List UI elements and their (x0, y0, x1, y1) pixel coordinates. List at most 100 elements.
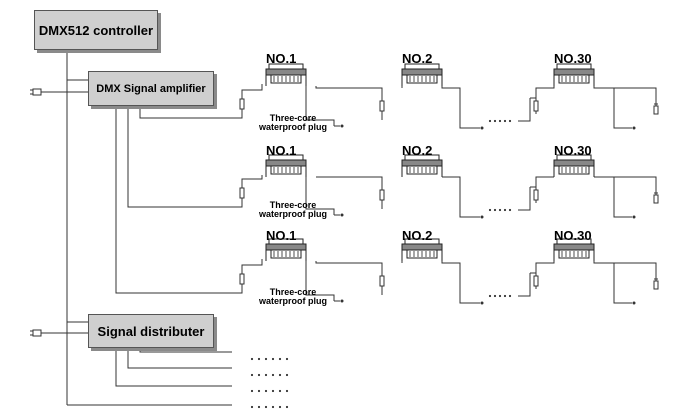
row2-ellipsis-dot (488, 208, 492, 212)
row2-plug-label: Three-core waterproof plug (248, 201, 338, 219)
row3-no2-plug-icon (379, 273, 385, 289)
row3-plug-line1: Three-core (269, 287, 317, 297)
row3-ellipsis-dot (508, 294, 512, 298)
row3-plug-lead-wire (236, 287, 243, 294)
row3-fixture-no2-label: NO.2 (402, 228, 433, 243)
row1-no30-in-wire (535, 86, 555, 98)
row3-fixture-no30-label: NO.30 (554, 228, 592, 243)
distributer-out1-ellipsis-dot (278, 357, 282, 361)
distributer-out2-ellipsis-dot (250, 373, 254, 377)
row1-no2-tail-icon (474, 126, 484, 130)
row3-fixture-no2-icon (401, 238, 443, 261)
distributer-out4-ellipsis-dot (257, 405, 261, 409)
row3-ellipsis-dot (498, 294, 502, 298)
row2-no30-out-wire (594, 176, 626, 218)
row1-end-cap-icon (653, 103, 659, 115)
distributer-out1-ellipsis-dot (257, 357, 261, 361)
row3-fixture-no1-icon (265, 238, 307, 261)
row2-end-wire (604, 176, 657, 197)
row2-no30-in-wire (535, 176, 554, 187)
row2-no2-out-wire (442, 176, 474, 218)
row3-end-wire (604, 262, 657, 283)
row3-no30-in-wire (535, 261, 555, 273)
amplifier-power-plug-icon (30, 88, 42, 96)
row2-no1-out-wire (305, 177, 335, 215)
row1-fixture-no30-label: NO.30 (554, 51, 592, 66)
row1-no2-plug-icon (379, 98, 385, 114)
distributer-out3-ellipsis-dot (250, 389, 254, 393)
row2-ellipsis-dot (508, 208, 512, 212)
row2-ellipsis (488, 208, 512, 212)
row3-input-plug-icon (239, 271, 245, 287)
row1-no30-plug-icon (533, 98, 539, 114)
row3-ellipsis (488, 294, 512, 298)
row1-to-no1-wire (241, 84, 263, 96)
distributer-out4-ellipsis-dot (250, 405, 254, 409)
distributer-out3-ellipsis-dot (264, 389, 268, 393)
distributer-out4-ellipsis (250, 405, 289, 409)
row2-fixture-no1-label: NO.1 (266, 143, 297, 158)
row3-link-no30-wire (518, 273, 531, 297)
distributer-out1-ellipsis-dot (271, 357, 275, 361)
distributer-out1-ellipsis-dot (250, 357, 254, 361)
distributer-out4-ellipsis-dot (278, 405, 282, 409)
row1-input-plug-icon (239, 96, 245, 112)
row3-no30-tail-icon (626, 301, 636, 305)
distributer-out4-ellipsis-dot (264, 405, 268, 409)
row2-link-no30-wire (518, 187, 531, 211)
distributer-out4-ellipsis-dot (285, 405, 289, 409)
row2-plug-lead-wire (236, 201, 243, 208)
row2-fixture-no30-icon (553, 154, 595, 177)
row1-ellipsis-dot (493, 119, 497, 123)
row3-fixture-no30-icon (553, 238, 595, 261)
dmx-signal-amplifier-box: DMX Signal amplifier (88, 71, 214, 106)
row2-plug-line2: waterproof plug (259, 209, 327, 219)
row1-ellipsis-dot (503, 119, 507, 123)
row3-plug-label: Three-core waterproof plug (248, 288, 338, 306)
row1-fixture-no30-icon (553, 63, 595, 86)
distributer-out4-ellipsis-dot (271, 405, 275, 409)
row2-plug-line1: Three-core (269, 200, 317, 210)
row3-ellipsis-dot (503, 294, 507, 298)
distributer-out1-ellipsis (250, 357, 289, 361)
row2-no30-plug-icon (533, 187, 539, 203)
signal-distributer-box: Signal distributer (88, 314, 214, 348)
distributer-out2-ellipsis (250, 373, 289, 377)
row3-to-no1-wire (241, 259, 263, 271)
distributer-out1-ellipsis-dot (285, 357, 289, 361)
dmx512-controller-box: DMX512 controller (34, 10, 158, 50)
row2-end-cap-icon (653, 192, 659, 204)
row3-fixture-no1-label: NO.1 (266, 228, 297, 243)
distributer-out3-ellipsis-dot (271, 389, 275, 393)
row1-link-no30-wire (518, 98, 531, 122)
row2-link-no2-wire (316, 176, 383, 187)
row1-no1-tail-icon (334, 124, 344, 128)
row1-no30-tail-icon (626, 126, 636, 130)
row2-fixture-no30-label: NO.30 (554, 143, 592, 158)
distributer-out2-ellipsis-dot (271, 373, 275, 377)
row3-no1-tail-icon (334, 299, 344, 303)
distributer-out2-ellipsis-dot (264, 373, 268, 377)
row1-plug-line1: Three-core (269, 113, 317, 123)
row1-fixture-no1-icon (265, 63, 307, 86)
distributer-out3-ellipsis-dot (285, 389, 289, 393)
row1-no30-out-wire (593, 86, 626, 129)
row2-ellipsis-dot (493, 208, 497, 212)
distributer-out3-ellipsis-dot (257, 389, 261, 393)
row2-ellipsis-dot (503, 208, 507, 212)
row2-no30-tail-icon (626, 215, 636, 219)
distributer-out2-ellipsis-dot (285, 373, 289, 377)
row3-end-cap-icon (653, 278, 659, 290)
row3-no2-out-wire (441, 261, 474, 304)
row1-ellipsis-dot (488, 119, 492, 123)
row3-no30-out-wire (593, 261, 626, 304)
row2-fixture-no2-label: NO.2 (402, 143, 433, 158)
signal-distributer-label: Signal distributer (97, 323, 205, 339)
distributer-out2-ellipsis-dot (278, 373, 282, 377)
distributer-out1-wire (139, 346, 232, 353)
row1-ellipsis (488, 119, 512, 123)
row1-fixture-no1-label: NO.1 (266, 51, 297, 66)
row2-fixture-no2-icon (401, 154, 443, 177)
row2-signal-wire (127, 104, 236, 208)
